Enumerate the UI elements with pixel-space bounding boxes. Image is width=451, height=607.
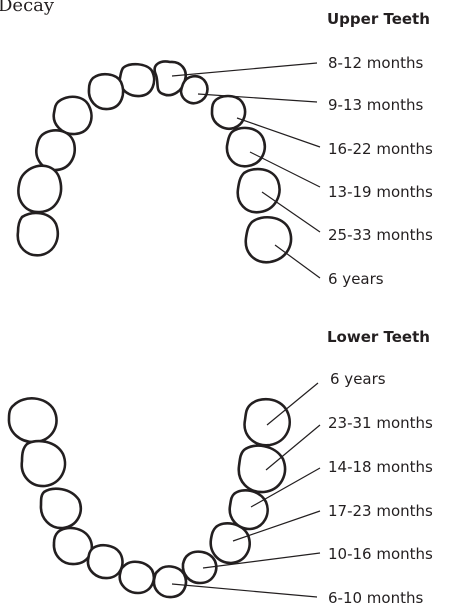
upper-label-2: 9-13 months: [328, 96, 423, 114]
lower-left-tooth-6: [120, 562, 154, 593]
upper-left-tooth-6: [18, 166, 61, 212]
lower-arch: Lower Teeth 6 years 23-31 months 14-18 m…: [9, 328, 433, 607]
lower-right-tooth-6: [245, 399, 290, 445]
lower-leader-6: [172, 584, 317, 597]
upper-left-tooth-5: [36, 130, 74, 170]
upper-label-1: 8-12 months: [328, 54, 423, 72]
upper-right-tooth-2: [212, 96, 245, 129]
lower-label-3: 14-18 months: [328, 458, 433, 476]
upper-leader-1: [172, 63, 317, 76]
upper-right-tooth-1: [181, 76, 207, 103]
lower-teeth-heading: Lower Teeth: [327, 328, 430, 346]
upper-right-tooth-3: [227, 128, 265, 166]
lower-label-4: 17-23 months: [328, 502, 433, 520]
upper-label-4: 13-19 months: [328, 183, 433, 201]
upper-left-tooth-2: [120, 64, 154, 96]
lower-right-tooth-5: [239, 446, 285, 492]
upper-arch: Upper Teeth 8-12 months 9-13 months 16-2…: [18, 10, 433, 288]
lower-label-6: 6-10 months: [328, 589, 423, 607]
upper-label-6: 6 years: [328, 270, 384, 288]
lower-left-tooth-5: [88, 545, 123, 578]
upper-teeth-heading: Upper Teeth: [327, 10, 430, 28]
lower-right-tooth-4: [230, 490, 268, 529]
cut-off-heading: Decay: [0, 0, 55, 16]
lower-left-tooth-2: [22, 441, 65, 486]
upper-right-tooth-4: [238, 169, 280, 212]
upper-right-tooth-5: [246, 217, 291, 262]
upper-left-tooth-4: [54, 97, 92, 134]
lower-label-5: 10-16 months: [328, 545, 433, 563]
lower-left-tooth-1: [9, 398, 57, 442]
upper-label-3: 16-22 months: [328, 140, 433, 158]
upper-label-5: 25-33 months: [328, 226, 433, 244]
upper-leader-6: [275, 245, 320, 278]
lower-left-tooth-4: [54, 528, 92, 564]
upper-left-tooth-7: [18, 213, 58, 255]
lower-right-tooth-1: [154, 566, 186, 597]
upper-left-tooth-3: [89, 74, 123, 109]
lower-left-tooth-3: [41, 489, 81, 528]
lower-label-1: 6 years: [330, 370, 386, 388]
lower-label-2: 23-31 months: [328, 414, 433, 432]
